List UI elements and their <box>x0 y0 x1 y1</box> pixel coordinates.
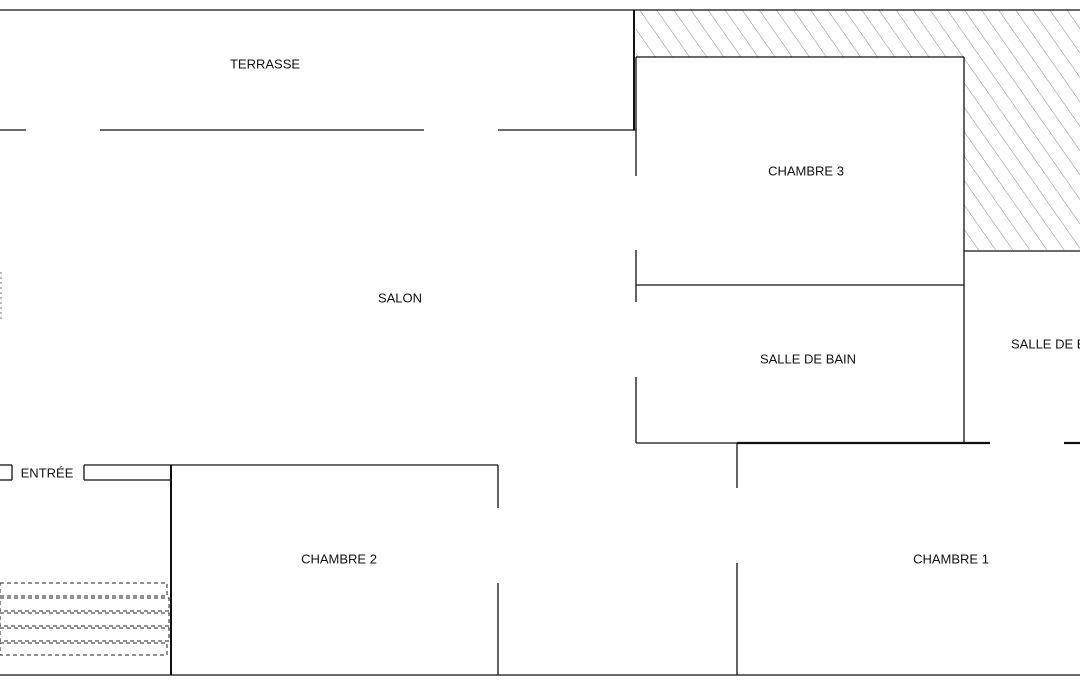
staircase <box>0 582 170 656</box>
label-chambre2: CHAMBRE 2 <box>301 551 377 567</box>
label-salle-de-bain-1: SALLE DE BAIN <box>759 351 857 367</box>
label-entree: ENTRÉE <box>20 465 74 481</box>
label-chambre1: CHAMBRE 1 <box>913 551 989 567</box>
hatched-area <box>636 10 1080 250</box>
label-chambre3: CHAMBRE 3 <box>768 163 844 179</box>
label-terrasse: TERRASSE <box>229 56 301 72</box>
label-salle-de-bain-2: SALLE DE BA <box>1011 336 1080 352</box>
label-salon: SALON <box>377 290 423 306</box>
